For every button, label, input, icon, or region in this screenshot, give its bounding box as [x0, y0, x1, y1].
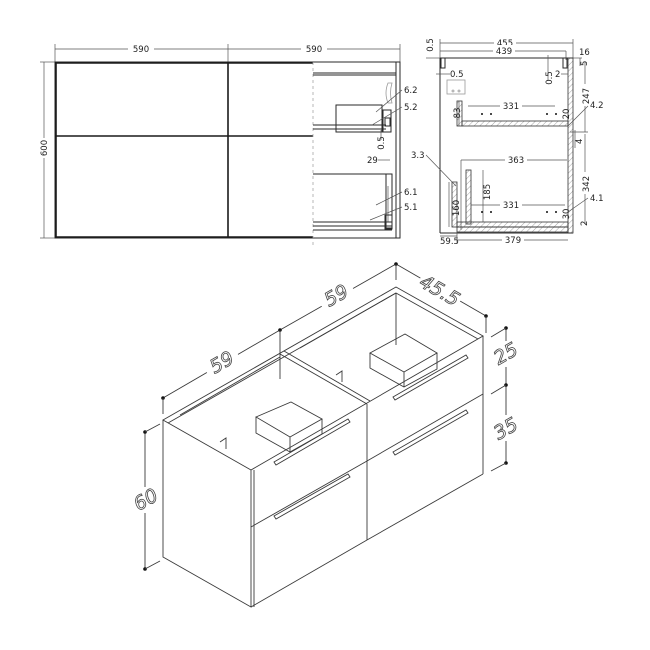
label-160: 160	[452, 200, 462, 216]
side-view: 455 439 0.5 16 5 247 0.5 0.5 2	[411, 37, 604, 247]
label-0-5: 0.5	[377, 136, 387, 150]
dim-height: 600	[40, 140, 50, 156]
label-4: 4	[575, 139, 585, 144]
label-4-2: 4.2	[590, 101, 604, 111]
front-view: 590 590 600	[38, 43, 418, 245]
label-20: 20	[562, 109, 572, 120]
label-342: 342	[582, 176, 592, 192]
dim-upper-drawer-depth: 331	[503, 102, 519, 112]
isometric-view: 59 59 45.5 60 25 35	[130, 262, 522, 608]
label-379: 379	[505, 236, 521, 246]
label-83: 83	[453, 108, 463, 119]
label-0-5-right: 0.5	[545, 71, 555, 85]
dim-depth-total: 455	[497, 39, 513, 49]
label-top-0-5: 0.5	[426, 38, 436, 52]
label-59-5: 59.5	[440, 237, 459, 247]
label-5-1: 5.1	[404, 203, 418, 213]
label-6-2: 6.2	[404, 86, 418, 96]
label-247: 247	[582, 88, 592, 104]
label-16: 16	[579, 48, 590, 58]
dim-lower-363: 363	[508, 156, 524, 166]
dim-lower-drawer-depth: 331	[503, 201, 519, 211]
label-0-5-inner: 0.5	[450, 70, 464, 80]
label-4-1: 4.1	[590, 194, 604, 204]
label-5-2: 5.2	[404, 103, 418, 113]
dim-depth-inner: 439	[496, 47, 512, 57]
label-30: 30	[562, 209, 572, 220]
dim-width-left: 590	[133, 45, 149, 55]
label-3-3: 3.3	[411, 151, 425, 161]
label-2-top: 2	[555, 70, 560, 80]
label-6-1: 6.1	[404, 188, 418, 198]
dim-width-right: 590	[306, 45, 322, 55]
label-2-bottom: 2	[580, 221, 590, 226]
label-185: 185	[483, 184, 493, 200]
label-29: 29	[367, 156, 378, 166]
